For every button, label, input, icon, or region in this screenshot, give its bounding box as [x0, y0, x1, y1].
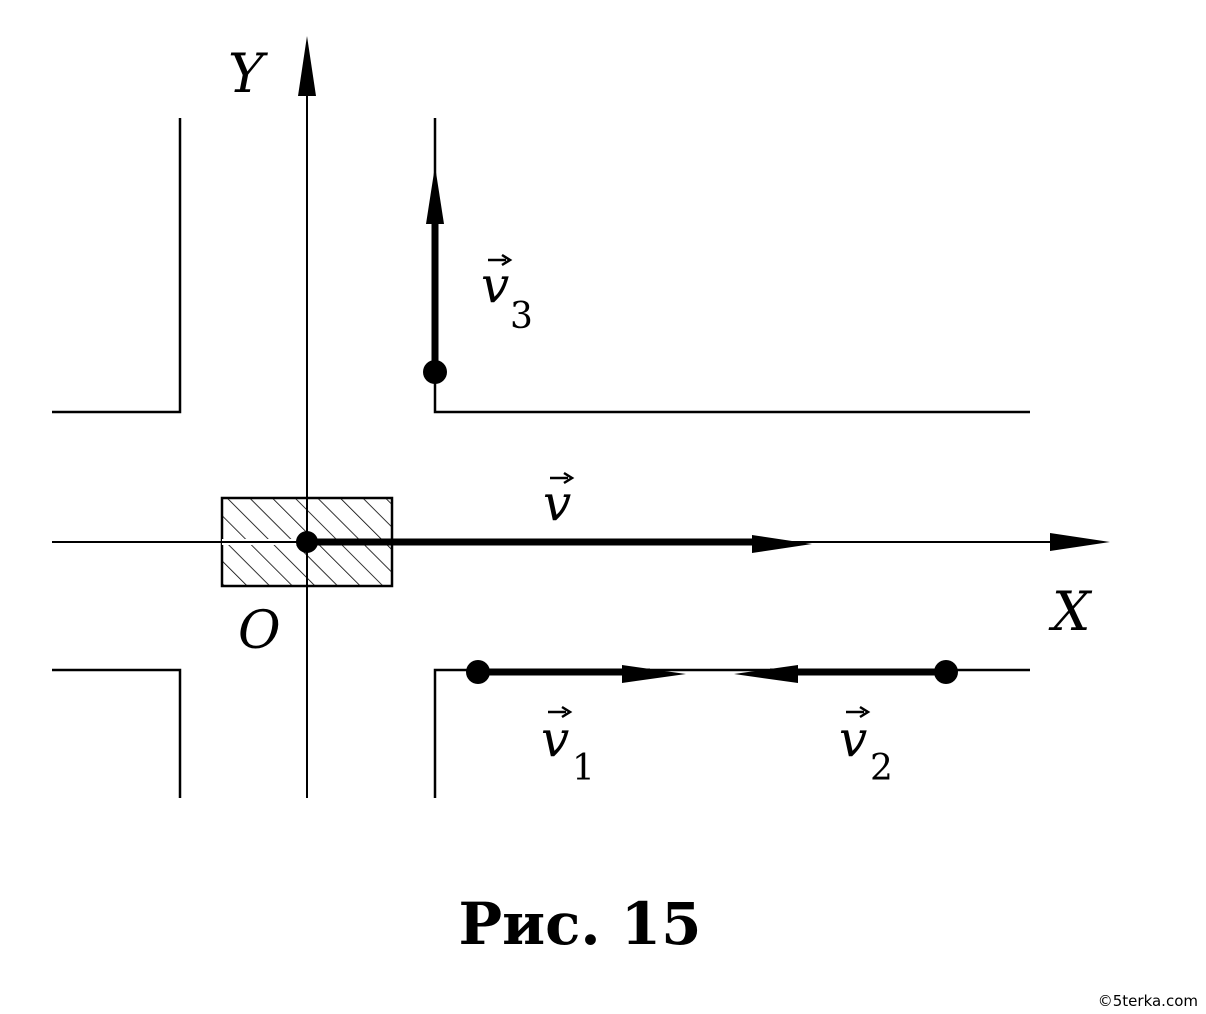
vector-v2-arrowhead-icon: [734, 665, 798, 683]
origin-label: O: [238, 601, 281, 661]
label-v2: v 2: [839, 705, 893, 789]
vector-v1: [466, 660, 686, 684]
vector-v2: [734, 660, 958, 684]
vector-v3-arrowhead-icon: [426, 166, 444, 224]
origin-point: [296, 531, 318, 553]
label-v3-subscript: 3: [510, 296, 533, 337]
label-v2-subscript: 2: [870, 748, 893, 789]
vector-v2-start-point: [934, 660, 958, 684]
figure-caption: Рис. 15: [458, 890, 702, 958]
vector-v3-start-point: [423, 360, 447, 384]
road-edges: [52, 118, 1030, 798]
x-axis-arrow-icon: [1050, 533, 1110, 551]
y-axis-label: Y: [228, 42, 268, 105]
watermark: ©5terka.com: [1097, 992, 1198, 1010]
label-v1-subscript: 1: [572, 748, 595, 789]
vector-accent-icon: [548, 705, 573, 719]
label-v2-letter: v: [839, 710, 867, 768]
label-v-letter: v: [543, 474, 571, 532]
x-axis-label: X: [1048, 580, 1093, 643]
vector-accent-icon: [550, 471, 575, 485]
vector-v1-arrowhead-icon: [622, 665, 686, 683]
label-v3: v 3: [481, 253, 533, 337]
road-edge-bottom-left: [52, 668, 182, 798]
label-v1: v 1: [541, 705, 595, 789]
label-v: v: [543, 471, 575, 532]
vector-v-arrowhead-icon: [752, 535, 812, 553]
road-edge-top-left: [52, 118, 182, 414]
vector-accent-icon: [846, 705, 871, 719]
road-edge-bottom-right: [433, 668, 1030, 798]
road-edge-top-right: [433, 118, 1030, 414]
vector-v: [296, 531, 812, 553]
vector-v3: [423, 166, 447, 384]
label-v3-letter: v: [481, 256, 509, 314]
vector-v1-start-point: [466, 660, 490, 684]
vector-accent-icon: [488, 253, 513, 267]
axes: [52, 36, 1110, 798]
label-v1-letter: v: [541, 710, 569, 768]
y-axis-arrow-icon: [298, 36, 316, 96]
